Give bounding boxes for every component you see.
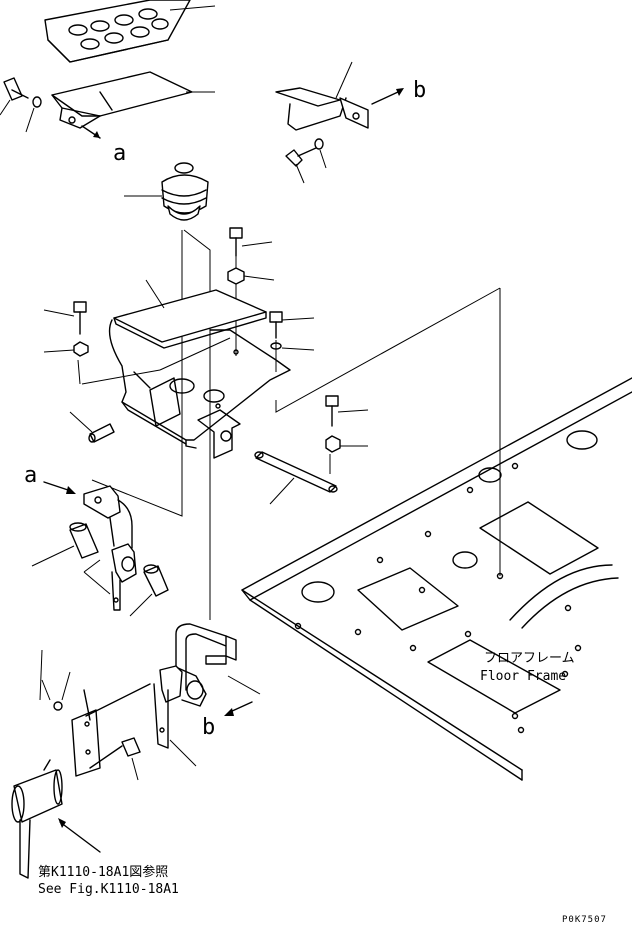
link-assembly	[11, 649, 151, 879]
main-bracket	[81, 319, 291, 459]
reference-en: See Fig.K1110-18A1	[38, 882, 179, 897]
bolt-right	[269, 311, 315, 351]
cover-plate	[113, 279, 267, 349]
floor-frame-en: Floor Frame	[480, 669, 566, 684]
pin	[254, 451, 338, 505]
label-a-left: a	[24, 463, 37, 488]
arm-a: a	[24, 463, 169, 617]
bracket-b: b	[275, 61, 426, 184]
floor-frame-jp: フロアフレーム	[484, 651, 575, 666]
label-a-top: a	[113, 141, 126, 166]
bolt-upper	[227, 227, 275, 355]
dowel-pin	[69, 411, 115, 443]
lever-b: b	[153, 623, 261, 767]
bolt-left	[43, 301, 89, 385]
floor-frame-plate	[241, 377, 632, 781]
pedal: a	[0, 71, 215, 166]
rubber-boot	[124, 162, 209, 221]
reference-jp: 第K1110-18A1図参照	[38, 864, 168, 880]
bolt-lower-right	[325, 395, 369, 474]
label-b-bottom: b	[202, 715, 215, 740]
drawing-code: P0K7507	[562, 915, 607, 925]
pedal-rubber-pad	[44, 0, 216, 63]
label-b-top: b	[413, 78, 426, 103]
